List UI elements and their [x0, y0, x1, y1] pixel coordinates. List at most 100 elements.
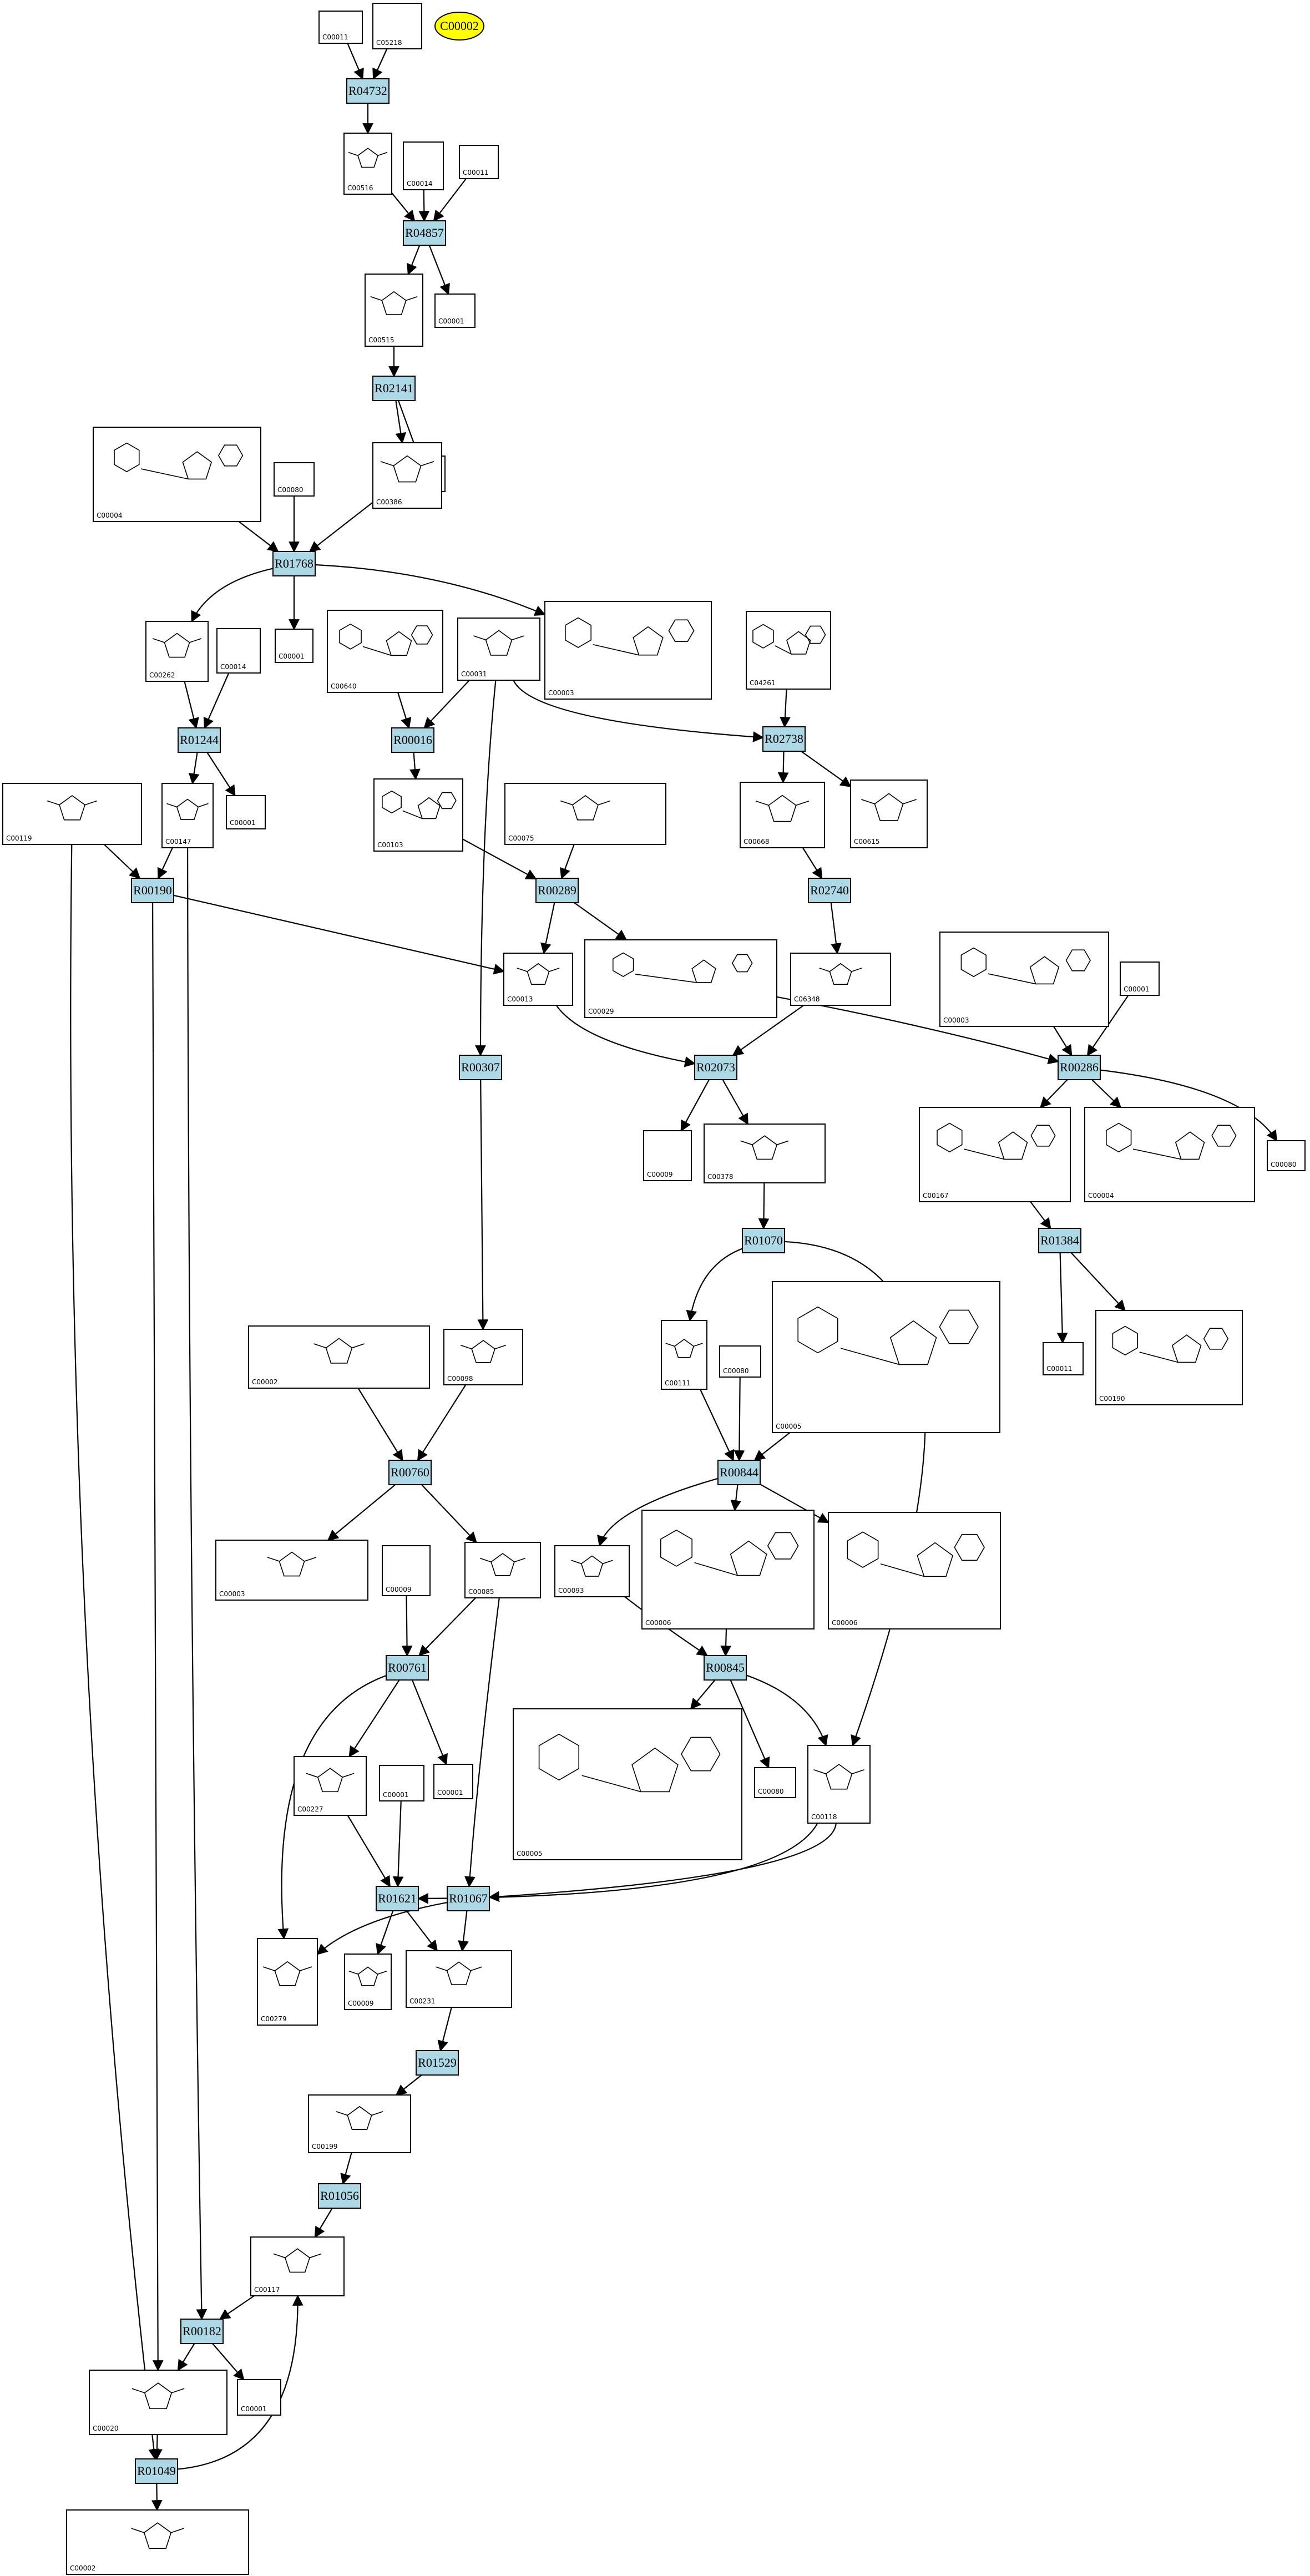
- edge-r_R00286-c_c00004_b: [1091, 1079, 1122, 1109]
- compound-node[interactable]: C00227: [294, 1756, 367, 1816]
- compound-node[interactable]: C00001: [433, 1764, 473, 1799]
- compound-node[interactable]: C00262: [145, 621, 209, 682]
- compound-node[interactable]: C00167: [919, 1107, 1071, 1202]
- reaction-node[interactable]: R01768: [272, 551, 316, 576]
- compound-node[interactable]: C00002: [66, 2509, 249, 2575]
- compound-node[interactable]: C00020: [89, 2370, 227, 2435]
- reaction-node[interactable]: R01529: [416, 2050, 459, 2076]
- bond-line: [880, 1563, 924, 1577]
- compound-node[interactable]: C00516: [343, 133, 392, 195]
- compound-node[interactable]: C00080: [1267, 1140, 1306, 1171]
- reaction-node[interactable]: R02740: [808, 878, 851, 903]
- compound-node[interactable]: C00615: [850, 780, 928, 848]
- compound-node[interactable]: C00080: [274, 462, 315, 497]
- highlight-node[interactable]: C00002: [434, 12, 484, 41]
- compound-node[interactable]: C00085: [464, 1542, 541, 1598]
- reaction-node[interactable]: R01049: [135, 2458, 178, 2484]
- reaction-node[interactable]: R00844: [717, 1460, 761, 1485]
- compound-node[interactable]: C00386: [372, 442, 442, 509]
- compound-node[interactable]: C00029: [584, 939, 777, 1018]
- reaction-node[interactable]: R04857: [403, 220, 446, 246]
- compound-node[interactable]: C00005: [513, 1708, 742, 1860]
- ring-shape: [767, 1532, 799, 1560]
- compound-node[interactable]: C00009: [382, 1545, 431, 1596]
- edge-r_R02740-c_c06348: [830, 902, 842, 954]
- compound-node[interactable]: C00014: [216, 628, 261, 674]
- compound-node[interactable]: C00003: [544, 601, 712, 700]
- compound-node[interactable]: C00004: [1084, 1107, 1255, 1202]
- compound-box: [464, 1542, 541, 1598]
- compound-node[interactable]: C00013: [503, 953, 573, 1006]
- reaction-node[interactable]: R00289: [535, 878, 579, 903]
- compound-node[interactable]: C04261: [746, 611, 831, 690]
- compound-node[interactable]: C00001: [237, 2379, 281, 2416]
- reaction-node[interactable]: R04732: [346, 78, 390, 104]
- reaction-node[interactable]: R00760: [388, 1460, 432, 1485]
- compound-node[interactable]: C00199: [308, 2094, 411, 2153]
- compound-node[interactable]: C00080: [754, 1767, 796, 1798]
- compound-node[interactable]: C00093: [554, 1545, 630, 1597]
- compound-node[interactable]: C00031: [457, 618, 540, 681]
- compound-node[interactable]: C00001: [226, 795, 266, 829]
- compound-node[interactable]: C00009: [344, 1953, 392, 2010]
- reaction-node[interactable]: R00307: [459, 1055, 502, 1080]
- reaction-node[interactable]: R02141: [372, 376, 416, 401]
- bond-line: [1139, 1352, 1178, 1363]
- compound-node[interactable]: C00075: [504, 783, 666, 845]
- compound-node[interactable]: C00119: [2, 783, 142, 845]
- compound-node[interactable]: C00147: [161, 783, 214, 848]
- compound-node[interactable]: C00001: [434, 293, 476, 328]
- compound-box: [584, 939, 777, 1018]
- bond-line: [198, 803, 209, 808]
- reaction-node[interactable]: R00761: [386, 1655, 429, 1681]
- compound-node[interactable]: C00117: [250, 2236, 345, 2296]
- reaction-node[interactable]: R00286: [1058, 1055, 1101, 1080]
- compound-node[interactable]: C05218: [372, 3, 422, 49]
- compound-node[interactable]: C00003: [215, 1540, 368, 1601]
- compound-node[interactable]: C00001: [1120, 961, 1160, 996]
- reaction-node[interactable]: R02073: [694, 1055, 737, 1080]
- reaction-node[interactable]: R01384: [1038, 1228, 1081, 1253]
- reaction-node[interactable]: R00190: [131, 878, 174, 903]
- reaction-node[interactable]: R00182: [180, 2319, 224, 2344]
- reaction-node[interactable]: R01067: [447, 1886, 490, 1911]
- compound-node[interactable]: C00006: [641, 1510, 815, 1629]
- reaction-node[interactable]: R01621: [376, 1886, 419, 1911]
- compound-node[interactable]: C00009: [643, 1130, 692, 1181]
- reaction-label: R02738: [765, 732, 803, 746]
- reaction-node[interactable]: R02738: [762, 726, 806, 752]
- bond-line: [581, 1775, 641, 1793]
- compound-node[interactable]: C00014: [403, 141, 444, 190]
- compound-node[interactable]: C00011: [1043, 1342, 1084, 1375]
- compound-node[interactable]: C00004: [93, 427, 261, 522]
- reaction-node[interactable]: R01056: [318, 2183, 361, 2209]
- compound-node[interactable]: C00098: [443, 1329, 523, 1385]
- compound-node[interactable]: C00231: [406, 1950, 512, 2008]
- reaction-node[interactable]: R00016: [391, 727, 434, 753]
- compound-node[interactable]: C00005: [772, 1281, 1000, 1433]
- compound-node[interactable]: C00668: [740, 782, 825, 848]
- ring-shape: [691, 959, 716, 983]
- reaction-node[interactable]: R01244: [178, 727, 221, 753]
- reaction-node[interactable]: R01070: [742, 1228, 785, 1253]
- compound-node[interactable]: C00006: [828, 1512, 1001, 1629]
- compound-node[interactable]: C00003: [939, 932, 1109, 1027]
- compound-node[interactable]: C00001: [379, 1765, 424, 1801]
- compound-node[interactable]: C00118: [807, 1745, 871, 1824]
- bond-line: [819, 968, 830, 972]
- compound-node[interactable]: C06348: [790, 953, 891, 1006]
- compound-node[interactable]: C00378: [704, 1123, 826, 1183]
- compound-node[interactable]: C00279: [257, 1938, 318, 2026]
- compound-label: C00001: [230, 819, 256, 827]
- compound-node[interactable]: C00011: [318, 11, 363, 44]
- reaction-node[interactable]: R00845: [704, 1655, 747, 1681]
- compound-node[interactable]: C00080: [719, 1345, 761, 1378]
- compound-node[interactable]: C00002: [248, 1325, 430, 1389]
- compound-node[interactable]: C00111: [661, 1320, 707, 1390]
- compound-node[interactable]: C00640: [327, 610, 443, 693]
- compound-node[interactable]: C00190: [1095, 1310, 1243, 1405]
- compound-node[interactable]: C00515: [365, 274, 423, 347]
- compound-node[interactable]: C00103: [373, 778, 463, 852]
- compound-node[interactable]: C00011: [459, 145, 499, 179]
- compound-node[interactable]: C00001: [275, 629, 313, 663]
